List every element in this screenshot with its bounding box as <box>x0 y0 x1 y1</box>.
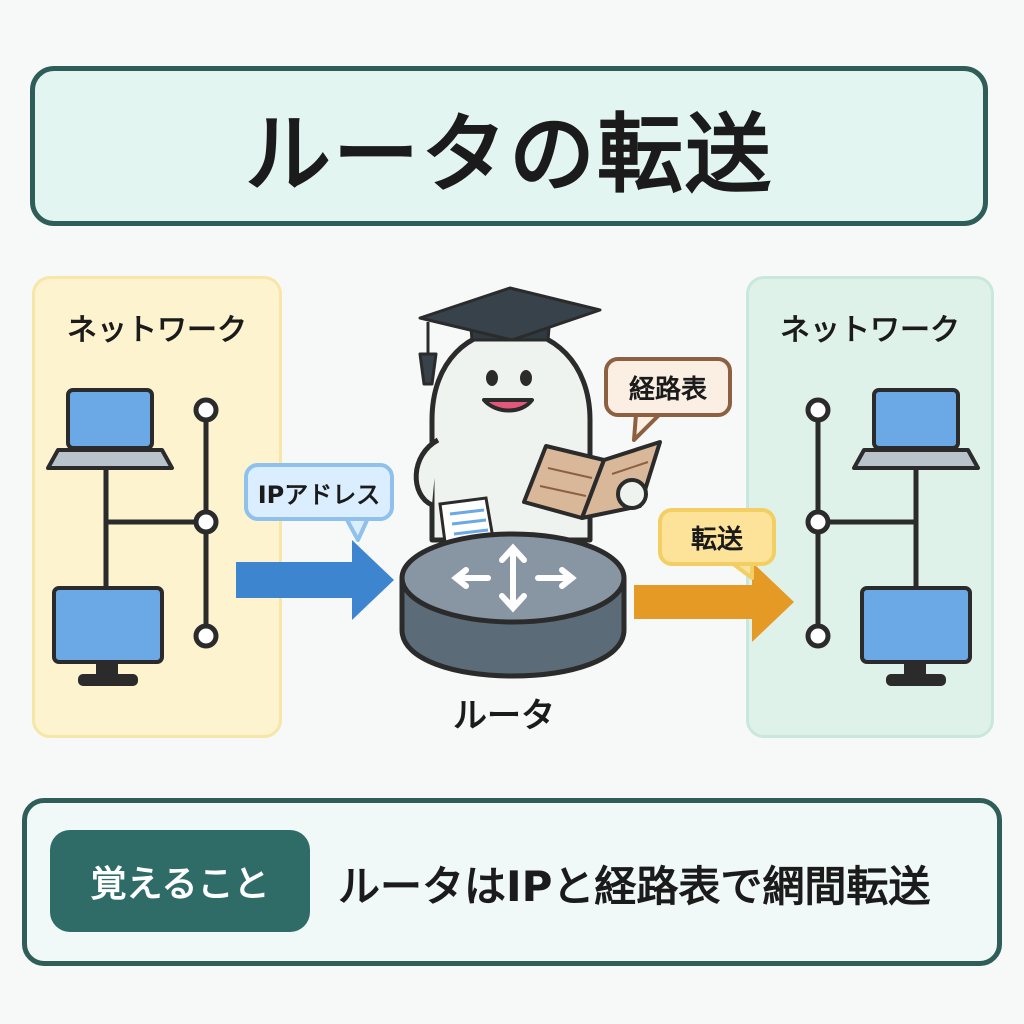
monitor-icon <box>860 586 972 686</box>
memo-badge: 覚えること <box>50 830 310 932</box>
outgoing-arrow-icon <box>634 562 794 642</box>
graduation-cap-icon <box>418 286 602 386</box>
page-title: ルータの転送 <box>245 104 773 205</box>
router-label: ルータ <box>453 696 555 736</box>
right-bus-node <box>805 397 831 649</box>
incoming-arrow-icon <box>236 540 394 620</box>
ip-address-callout: IPアドレス <box>244 463 394 521</box>
table-callout-tail <box>632 412 662 442</box>
laptop-icon <box>46 388 174 470</box>
routing-table-callout: 経路表 <box>604 357 732 417</box>
laptop-icon <box>852 388 980 470</box>
left-bus-node <box>193 397 219 649</box>
monitor-icon <box>52 586 164 686</box>
memo-text: ルータはIPと経路表で網間転送 <box>338 861 931 911</box>
left-network-label: ネットワーク <box>67 313 247 348</box>
title-banner: ルータの転送 <box>30 66 988 226</box>
router-icon <box>399 531 627 679</box>
book-icon <box>522 440 662 520</box>
forward-callout: 転送 <box>658 508 776 566</box>
ip-callout-tail <box>344 516 370 542</box>
right-network-label: ネットワーク <box>780 313 960 348</box>
